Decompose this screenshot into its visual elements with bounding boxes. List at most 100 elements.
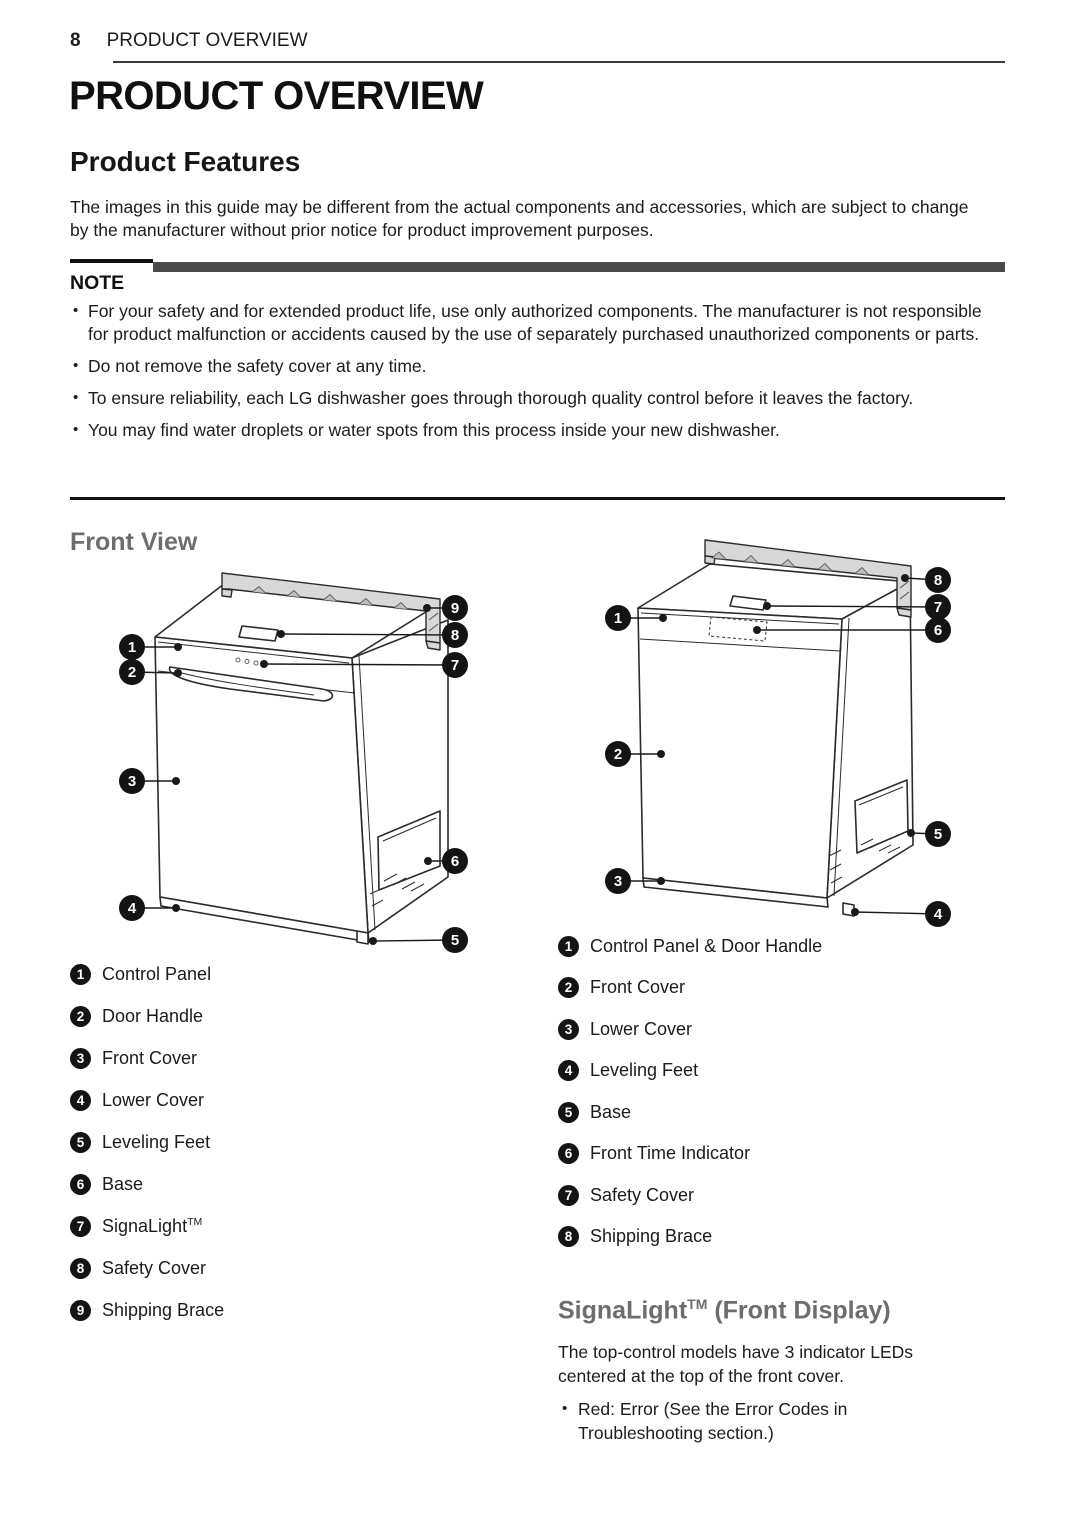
svg-text:8: 8 (934, 572, 942, 589)
part-label: Base (590, 1101, 632, 1122)
svg-text:7: 7 (451, 657, 459, 674)
front-view-heading: Front View (70, 528, 198, 556)
dishwasher-body (154, 576, 449, 945)
callout-4: 4 (119, 895, 180, 921)
note-bullet: Do not remove the safety cover at any ti… (70, 354, 1005, 378)
part-number-badge: 1 (558, 935, 579, 957)
callout-2: 2 (119, 659, 182, 685)
callout-2: 2 (605, 741, 665, 767)
svg-text:1: 1 (128, 639, 136, 656)
part-number-badge: 5 (70, 1131, 91, 1153)
part-label: Control Panel & Door Handle (590, 935, 823, 956)
part-label: Base (102, 1173, 144, 1194)
signalight-body: The top-control models have 3 indicator … (558, 1342, 914, 1386)
svg-text:3: 3 (128, 773, 136, 790)
dishwasher-top-control-illustration: 1 2 3 4 5 6 7 8 (605, 539, 951, 927)
control-panel-edge (639, 638, 841, 652)
page-number: 8 (70, 30, 81, 51)
shipping-brace (704, 539, 912, 618)
callout-1: 1 (119, 634, 182, 660)
svg-text:2: 2 (128, 664, 136, 681)
callout-6: 6 (424, 848, 468, 874)
front-time-indicator (708, 616, 768, 642)
part-number-badge: 6 (70, 1173, 91, 1195)
note-bottom-rule (70, 497, 1005, 500)
part-label: Shipping Brace (590, 1226, 713, 1246)
part-label: Lower Cover (590, 1018, 693, 1039)
running-header-title: PRODUCT OVERVIEW (106, 30, 308, 51)
callout-1: 1 (605, 605, 667, 631)
note-bullet: For your safety and for extended product… (70, 299, 1005, 347)
product-features-heading: Product Features (70, 146, 301, 177)
callout-9: 9 (423, 595, 468, 621)
product-features-body: The images in this guide may be differen… (70, 197, 969, 241)
shipping-brace (221, 572, 441, 651)
note-bullet: You may find water droplets or water spo… (70, 418, 1005, 442)
callout-5: 5 (907, 821, 951, 847)
part-number-badge: 2 (558, 977, 579, 998)
part-number-badge: 6 (558, 1143, 579, 1164)
note-bullet-list: For your safety and for extended product… (70, 299, 1005, 451)
part-label: Front Cover (102, 1047, 198, 1068)
svg-text:1: 1 (614, 610, 622, 627)
callout-3: 3 (605, 868, 665, 894)
callout-6: 6 (753, 617, 951, 643)
part-number-badge: 8 (70, 1257, 91, 1279)
part-label: Control Panel (102, 963, 212, 984)
callout-8: 8 (277, 622, 468, 648)
svg-text:8: 8 (451, 627, 459, 644)
page-title: PRODUCT OVERVIEW (69, 74, 484, 118)
front-door (637, 607, 843, 899)
svg-text:2: 2 (614, 746, 622, 763)
callout-4: 4 (851, 901, 951, 927)
svg-text:6: 6 (451, 853, 459, 870)
part-label: Safety Cover (590, 1184, 695, 1205)
part-label: SignaLightTM (102, 1215, 203, 1236)
note-heading: NOTE (70, 272, 125, 294)
part-number-badge: 4 (70, 1089, 91, 1111)
part-number-badge: 7 (558, 1184, 579, 1206)
signalight-led (244, 659, 250, 664)
part-number-badge: 3 (558, 1018, 579, 1040)
svg-text:4: 4 (128, 900, 137, 917)
safety-cover (238, 625, 279, 642)
svg-text:4: 4 (934, 906, 943, 923)
part-number-badge: 9 (70, 1299, 91, 1321)
part-label: Safety Cover (102, 1257, 207, 1278)
part-list-item: 7 SignaLightTM (70, 1215, 224, 1237)
callout-7: 7 (763, 594, 951, 620)
part-list-item: 5 Base (558, 1101, 822, 1123)
callout-3: 3 (119, 768, 180, 794)
part-list-item: 7 Safety Cover (558, 1184, 822, 1206)
part-list-item: 5 Leveling Feet (70, 1131, 224, 1153)
svg-text:9: 9 (451, 600, 459, 617)
part-number-badge: 2 (70, 1005, 91, 1027)
part-list-item: 1 Control Panel & Door Handle (558, 935, 822, 957)
signalight-bullet-list: Red: Error (See the Error Codes in Troub… (558, 1397, 950, 1445)
part-number-badge: 8 (558, 1226, 579, 1247)
part-number-badge: 5 (558, 1101, 579, 1123)
part-label: Leveling Feet (590, 1060, 699, 1080)
part-label: Leveling Feet (102, 1131, 211, 1152)
dishwasher-front-control-illustration: 1 2 3 4 5 6 7 8 9 (119, 572, 468, 953)
part-label: Lower Cover (102, 1089, 205, 1110)
safety-cover (729, 595, 767, 611)
part-number-badge: 7 (70, 1215, 91, 1237)
lower-cover (159, 896, 370, 943)
note-bar-thin (70, 259, 153, 263)
signalight-led (253, 660, 259, 666)
part-list-item: 6 Base (70, 1173, 224, 1195)
signalight-led (235, 657, 241, 663)
signalight-bullet: Red: Error (See the Error Codes in Troub… (558, 1397, 950, 1445)
part-label: Front Time Indicator (590, 1143, 751, 1163)
leveling-foot (356, 930, 369, 945)
callout-7: 7 (260, 652, 468, 678)
